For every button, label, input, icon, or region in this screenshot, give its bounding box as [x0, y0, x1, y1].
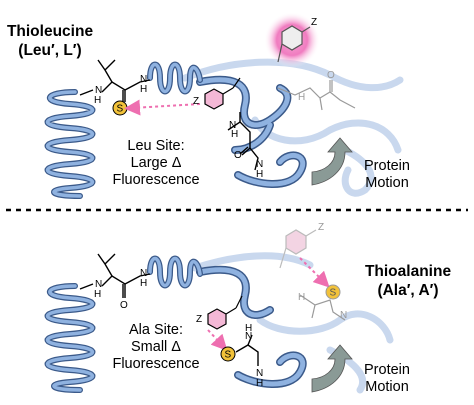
bottom-motion-line1: Protein — [364, 362, 410, 378]
top-leucine-skeleton — [79, 59, 151, 102]
top-sulfur-label: S — [117, 104, 124, 115]
top-site-line2: Large Δ — [130, 155, 182, 171]
top-ala-H: H — [231, 129, 238, 140]
top-motion-arrow — [311, 137, 353, 186]
bottom-motion-line2: Motion — [365, 379, 409, 395]
bottom-faded-sulfur — [325, 284, 341, 300]
bottom-leu-H2: H — [140, 278, 147, 289]
top-title-line1: Thioleucine — [6, 23, 94, 40]
top-faded-ribbon — [181, 58, 404, 197]
top-motion-line2: Motion — [365, 175, 409, 191]
top-leu-N2: N — [140, 74, 147, 85]
top-motion-line1: Protein — [364, 158, 410, 174]
bottom-fluorophore: Z — [196, 295, 243, 330]
bottom-site-label: Ala Site: Small Δ Fluorescence — [100, 322, 212, 373]
bottom-faded-peptide — [299, 294, 346, 321]
top-faded-H: H — [298, 92, 305, 103]
bottom-motion-label: Protein Motion — [352, 362, 422, 396]
top-quench-arrow — [124, 99, 201, 116]
bottom-sulfur-label: S — [225, 350, 232, 361]
top-fluor-Z: Z — [193, 96, 199, 107]
bottom-leu-O: O — [120, 300, 128, 311]
bottom-title-line2: (Ala′, A′) — [377, 282, 439, 299]
bottom-site-line1: Ala Site: — [129, 322, 183, 338]
bottom-site-line3: Fluorescence — [112, 356, 200, 372]
bottom-ala-N2: N — [256, 368, 263, 379]
top-site-line3: Fluorescence — [112, 172, 200, 188]
bottom-panel: N H O N H Z S N H N H Z — [44, 222, 394, 394]
bottom-leu-N2: N — [140, 268, 147, 279]
bottom-left-helix — [44, 283, 96, 393]
bottom-ala-H2: H — [256, 378, 263, 389]
top-ala-N2: N — [256, 159, 263, 170]
bottom-motion-arrow — [311, 344, 353, 393]
bottom-faded-fluorophore: Z — [279, 222, 324, 269]
bottom-leucine-skeleton — [79, 253, 151, 298]
bottom-upper-helix — [147, 255, 203, 289]
bottom-leu-N: N — [95, 279, 102, 290]
bottom-title: Thioalanine (Ala′, A′) — [356, 262, 460, 300]
bottom-faded-N: N — [340, 310, 347, 321]
bottom-ala-H: H — [245, 323, 252, 334]
top-site-label: Leu Site: Large Δ Fluorescence — [100, 138, 212, 189]
bottom-thioalanine — [235, 334, 259, 366]
top-leu-H2: H — [140, 84, 147, 95]
top-glow-Z: Z — [311, 17, 317, 28]
bottom-title-line1: Thioalanine — [364, 263, 452, 280]
bottom-site-line2: Small Δ — [131, 339, 181, 355]
bottom-ala-N: N — [245, 331, 252, 342]
bottom-faded-sulfur-label: S — [330, 288, 337, 299]
top-faded-peptide — [277, 80, 356, 111]
top-leu-N: N — [95, 85, 102, 96]
bottom-fluor-Z: Z — [196, 314, 202, 325]
top-upper-helix — [147, 61, 203, 95]
top-fluorophore: Z — [193, 77, 241, 110]
top-title-line2: (Leu′, L′) — [18, 42, 82, 59]
bottom-sulfur-atom — [220, 346, 236, 362]
bottom-faded-Z: Z — [318, 222, 324, 233]
top-ala-N: N — [229, 120, 236, 131]
top-left-helix — [44, 89, 96, 199]
top-motion-label: Protein Motion — [352, 158, 422, 192]
top-leu-H: H — [94, 95, 101, 106]
top-ala-H2: H — [256, 169, 263, 180]
top-panel: N H N H S Z Z H O — [44, 12, 404, 199]
bottom-faded-H: H — [298, 292, 305, 303]
bottom-leu-H: H — [94, 289, 101, 300]
top-title: Thioleucine (Leu′, L′) — [4, 22, 96, 60]
top-alanine-skeleton — [227, 112, 259, 171]
top-faded-O: O — [327, 70, 335, 81]
top-glowing-fluorophore: Z — [264, 12, 320, 68]
top-site-line1: Leu Site: — [127, 138, 185, 154]
top-ala-O: O — [234, 150, 242, 161]
